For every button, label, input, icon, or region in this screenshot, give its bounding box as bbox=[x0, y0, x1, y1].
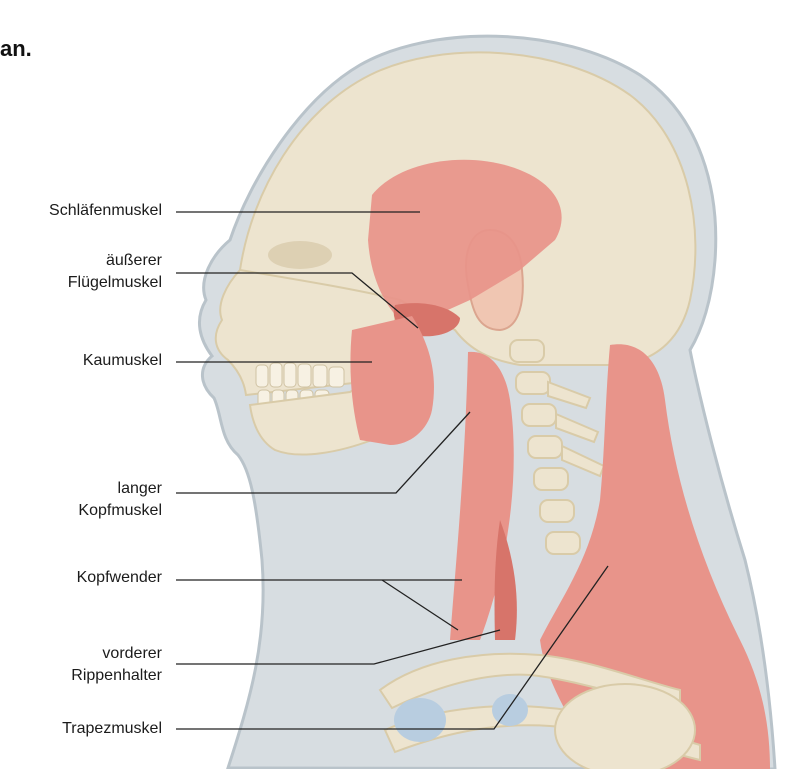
label-line: Kopfwender bbox=[77, 567, 162, 589]
label-kaumuskel: Kaumuskel bbox=[83, 350, 162, 372]
label-trapezmuskel: Trapezmuskel bbox=[62, 718, 162, 740]
label-langer-kopfmuskel: langer Kopfmuskel bbox=[78, 478, 162, 522]
humerus-head bbox=[555, 684, 695, 769]
label-line: Kopfmuskel bbox=[78, 500, 162, 522]
label-vorderer-rippenhalter: vorderer Rippenhalter bbox=[71, 643, 162, 687]
cartilage bbox=[394, 698, 446, 742]
label-line: vorderer bbox=[71, 643, 162, 665]
label-line: Trapezmuskel bbox=[62, 718, 162, 740]
label-schlaefenmuskel: Schläfenmuskel bbox=[49, 200, 162, 222]
label-line: äußerer bbox=[68, 250, 162, 272]
label-line: Flügelmuskel bbox=[68, 272, 162, 294]
label-line: Schläfenmuskel bbox=[49, 200, 162, 222]
label-line: Rippenhalter bbox=[71, 665, 162, 687]
label-line: langer bbox=[78, 478, 162, 500]
cartilage bbox=[492, 694, 528, 726]
label-line: Kaumuskel bbox=[83, 350, 162, 372]
eye-socket bbox=[268, 241, 332, 269]
label-aeusserer-fluegelmuskel: äußerer Flügelmuskel bbox=[68, 250, 162, 294]
label-kopfwender: Kopfwender bbox=[77, 567, 162, 589]
masseter-muscle bbox=[350, 316, 434, 445]
